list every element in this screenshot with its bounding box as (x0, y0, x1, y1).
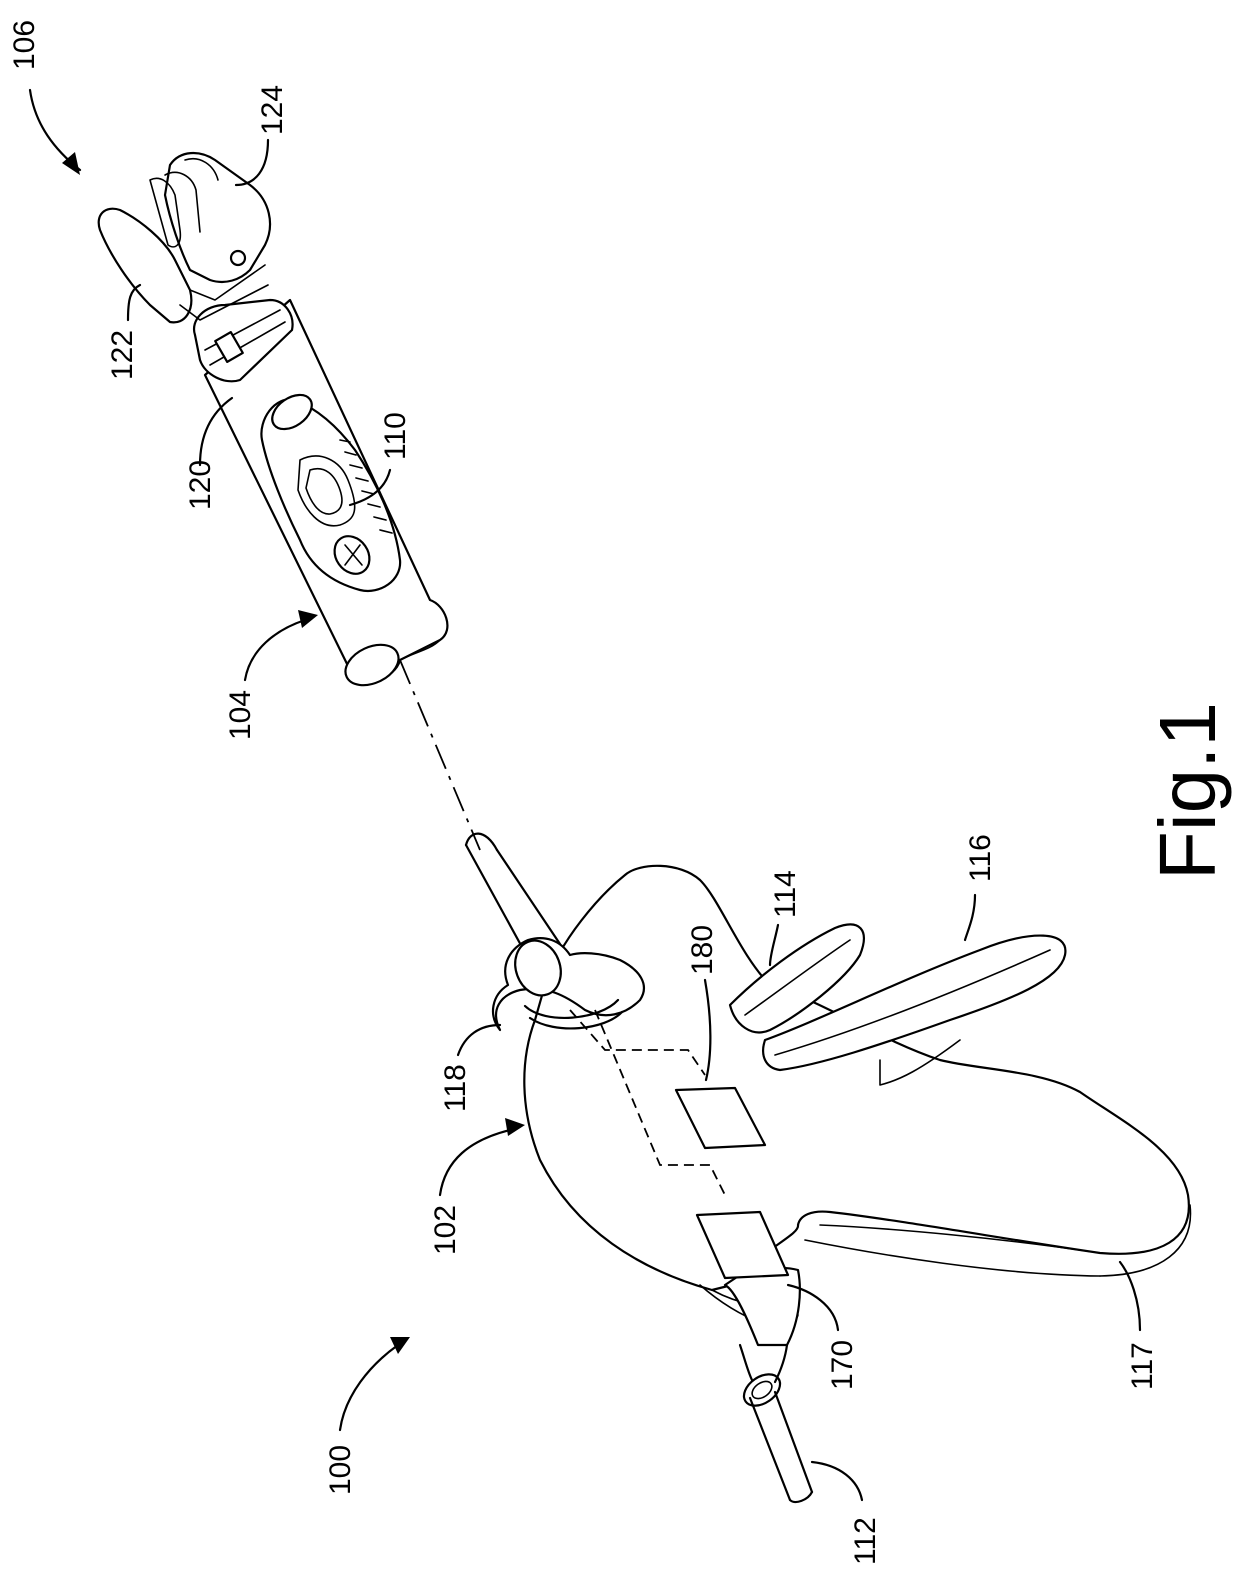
label-120: 120 (184, 460, 217, 510)
label-170: 170 (826, 1340, 859, 1390)
label-106: 106 (8, 20, 41, 70)
label-112: 112 (849, 1517, 882, 1565)
arrowhead-104 (298, 610, 318, 628)
label-116: 116 (964, 834, 997, 882)
handle-assembly (493, 866, 1190, 1502)
arrowhead-102 (505, 1118, 525, 1136)
label-114: 114 (769, 870, 802, 918)
label-102: 102 (429, 1205, 462, 1255)
arrowhead-100 (390, 1337, 410, 1354)
label-122: 122 (106, 330, 139, 380)
label-118: 118 (439, 1064, 472, 1112)
leader-lines (30, 90, 1140, 1500)
label-100: 100 (324, 1445, 357, 1495)
label-180: 180 (686, 925, 719, 975)
label-124: 124 (256, 85, 289, 135)
reference-numerals: 106 124 122 120 110 104 118 180 114 116 … (8, 20, 1159, 1565)
shaft-centerline (400, 660, 480, 850)
figure-caption: Fig.1 (1143, 702, 1232, 880)
label-110: 110 (379, 412, 412, 460)
label-104: 104 (224, 690, 257, 740)
label-117: 117 (1126, 1342, 1159, 1390)
